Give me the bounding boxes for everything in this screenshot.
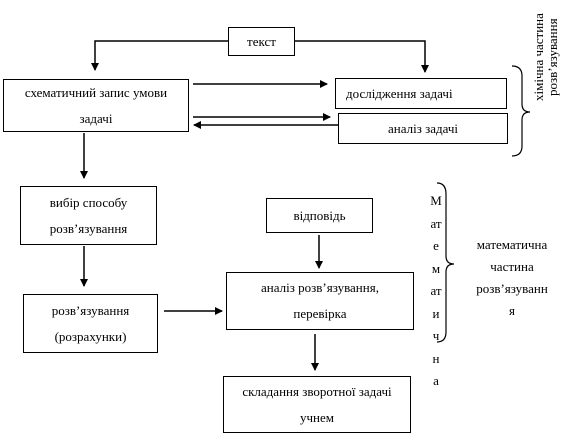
reverse-line-1: складання зворотної задачі <box>242 383 392 399</box>
math-vertical-letters: М ат е м ат и ч н а <box>428 190 444 393</box>
schematic-record-box: схематичний запис умови задачі <box>3 79 189 132</box>
brace-math <box>436 182 455 343</box>
math-letter: а <box>433 373 439 388</box>
solving-line-1: розв’язування <box>51 302 130 318</box>
math-part-line-4: я <box>509 303 515 318</box>
math-part-line-1: математична <box>476 237 548 252</box>
math-part-line-2: частина <box>490 259 534 274</box>
math-part-line-3: розв’язуванн <box>476 281 548 296</box>
reverse-task-box: складання зворотної задачі учнем <box>223 376 411 433</box>
text-box: текст <box>228 27 295 56</box>
math-letter: М <box>430 193 442 208</box>
math-letter: н <box>432 350 440 366</box>
research-box: дослідження задачі <box>335 78 507 109</box>
check-line-2: перевірка <box>293 306 347 321</box>
math-letter: ч <box>432 328 440 343</box>
analysis-label: аналіз задачі <box>387 120 458 136</box>
reverse-line-2: учнем <box>300 409 334 425</box>
arrow-text-to-schematic <box>91 40 228 71</box>
math-letter: ат <box>430 283 442 298</box>
math-part-label: математична частина розв’язуванн я <box>456 234 568 322</box>
answer-label: відповідь <box>293 207 346 223</box>
math-letter: ат <box>430 215 442 231</box>
analysis-box: аналіз задачі <box>338 113 508 144</box>
solving-line-2: (розрахунки) <box>54 328 127 344</box>
chemical-part-label: хімічна частина розв’язування <box>531 6 560 108</box>
solution-check-box: аналіз розв’язування, перевірка <box>226 272 414 330</box>
answer-box: відповідь <box>266 198 373 233</box>
method-line-2: розв’язування <box>49 220 128 236</box>
method-line-1: вибір способу <box>49 194 128 210</box>
arrow-text-to-research <box>295 40 429 73</box>
method-box: вибір способу розв’язування <box>20 186 157 245</box>
math-letter: м <box>431 260 441 276</box>
solving-box: розв’язування (розрахунки) <box>23 294 158 353</box>
schematic-line-2: задачі <box>79 110 113 126</box>
research-label: дослідження задачі <box>346 85 453 101</box>
chemical-line-1: хімічна частина <box>531 13 546 101</box>
math-letter: и <box>432 305 440 321</box>
chemical-line-2: розв’язування <box>545 18 560 96</box>
text-box-label: текст <box>247 33 276 49</box>
brace-chemical <box>511 65 531 157</box>
check-line-1: аналіз розв’язування, <box>261 280 379 295</box>
math-letter: е <box>433 238 439 253</box>
schematic-line-1: схематичний запис умови <box>24 84 168 100</box>
